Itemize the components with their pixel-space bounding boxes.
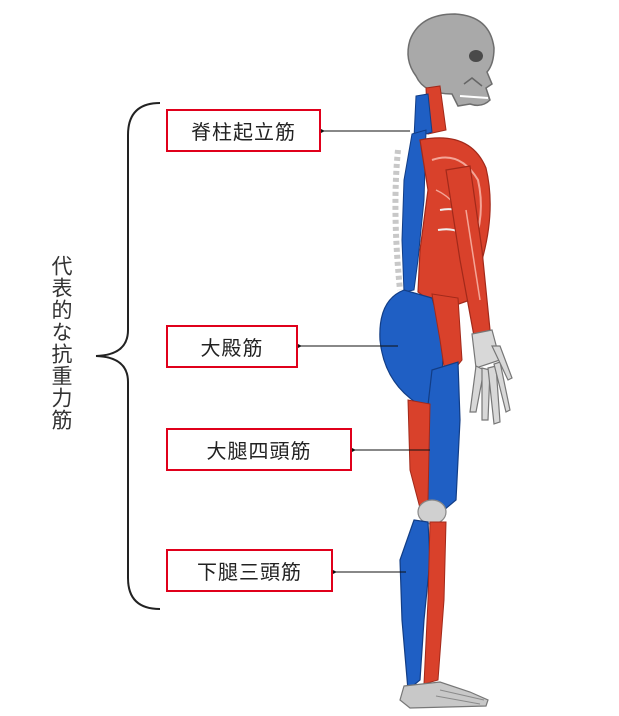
- foot: [399, 681, 489, 709]
- skull: [407, 13, 495, 107]
- hand: [469, 329, 513, 425]
- label-quadriceps: 大腿四頭筋: [166, 428, 352, 471]
- label-erector-spinae: 脊柱起立筋: [166, 109, 321, 152]
- body-figure: [379, 13, 513, 709]
- label-gluteus-maximus: 大殿筋: [166, 325, 298, 368]
- label-triceps-surae: 下腿三頭筋: [166, 549, 333, 592]
- triceps-surae-muscle: [399, 519, 431, 692]
- group-brace: [95, 102, 161, 610]
- group-title: 代表的な抗重力筋: [49, 255, 73, 431]
